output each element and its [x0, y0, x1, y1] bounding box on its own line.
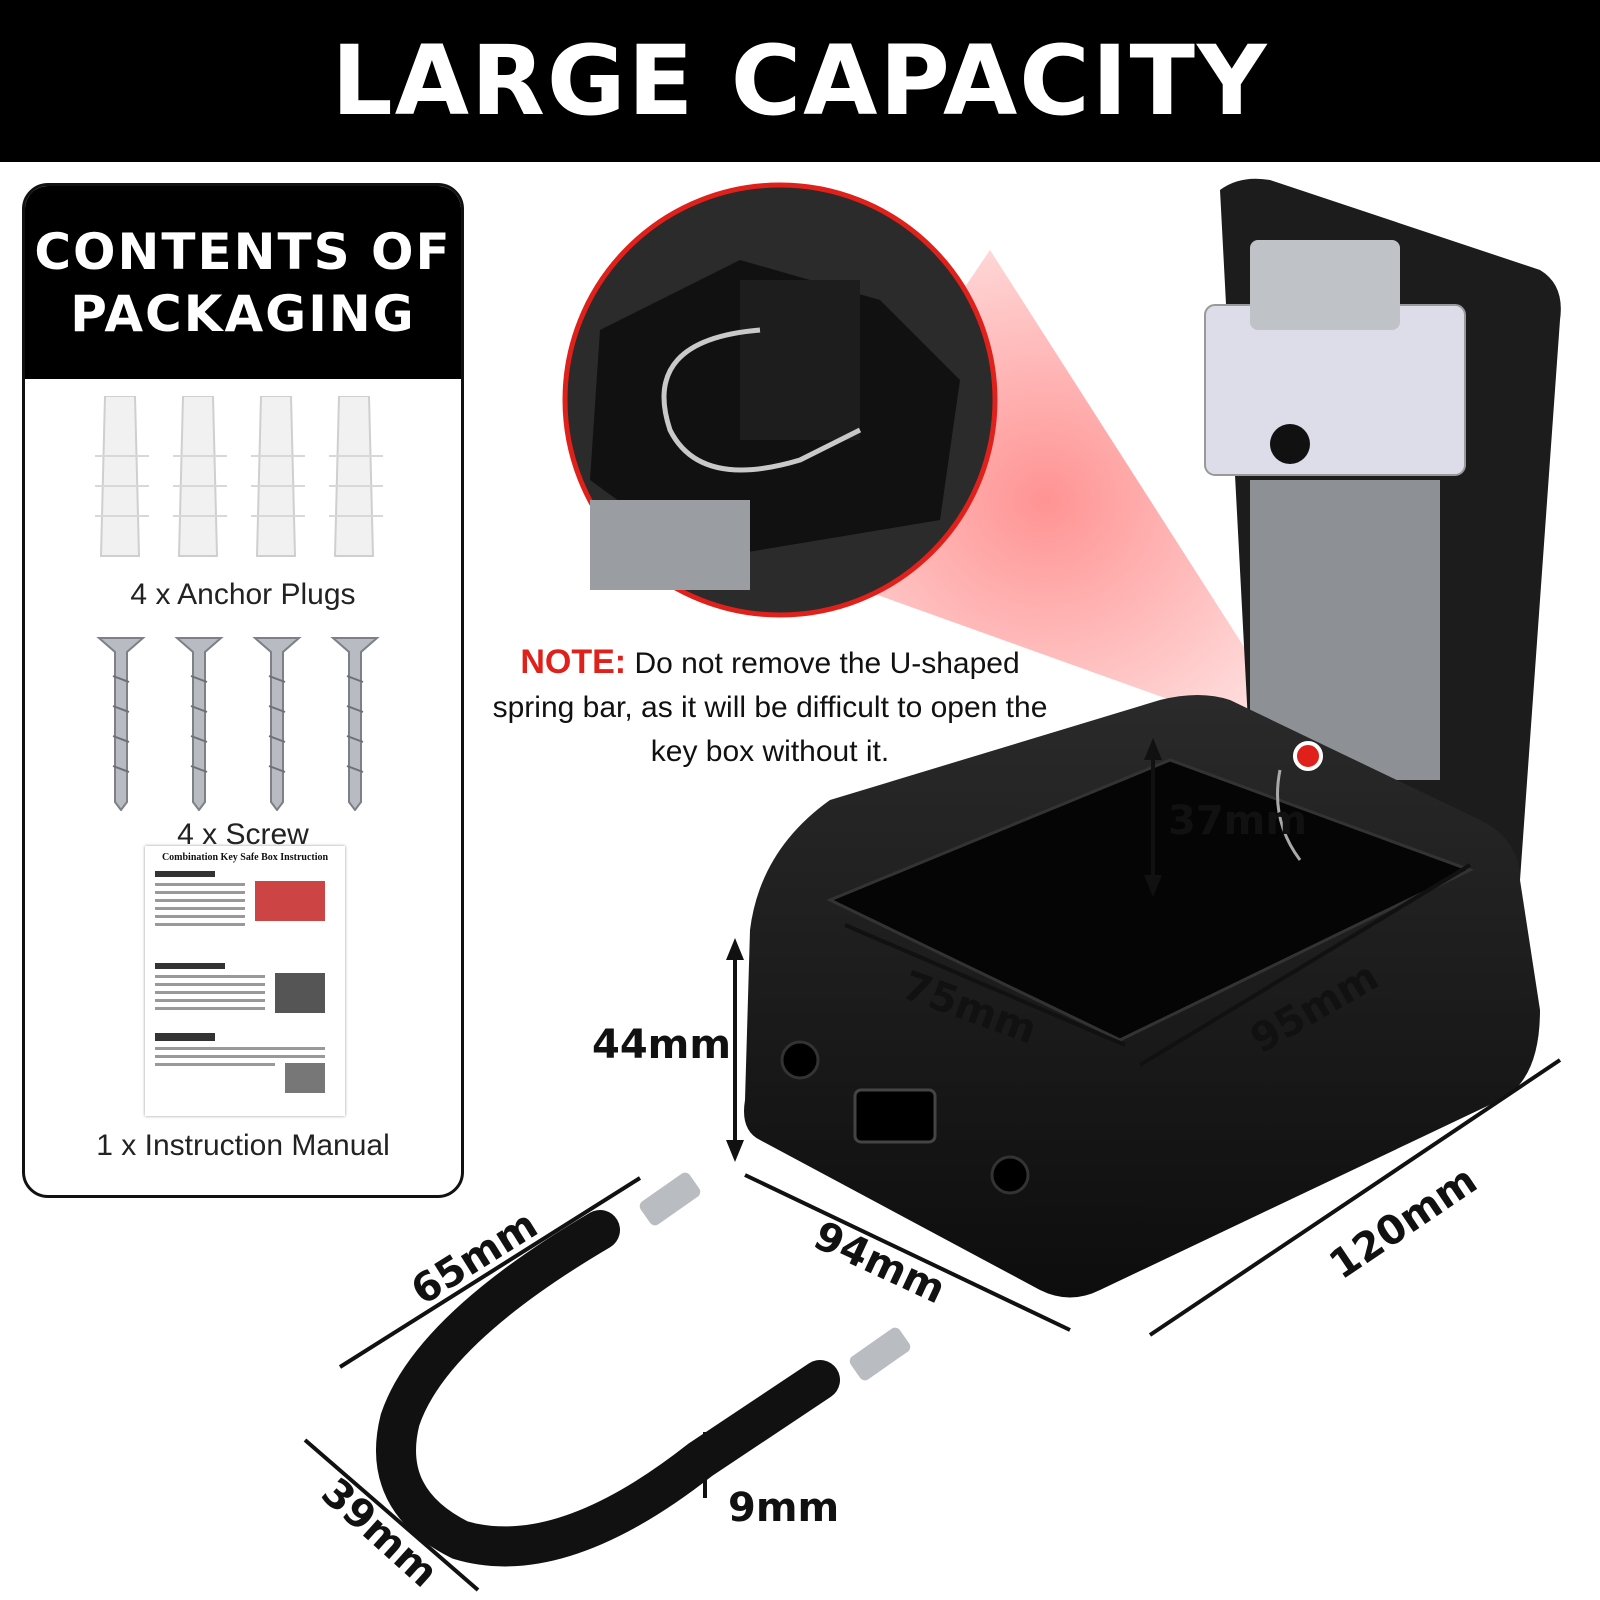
item-anchor-plugs: 4 x Anchor Plugs: [130, 578, 356, 611]
screws-image: [96, 637, 380, 811]
note-label: NOTE:: [520, 643, 627, 681]
dim-shackle-thickness: 9mm: [728, 1485, 840, 1531]
contents-heading-line2: PACKAGING: [70, 284, 416, 343]
item-screw: 4 x Screw: [177, 818, 309, 851]
note-text: NOTE: Do not remove the U-shaped spring …: [480, 640, 1060, 774]
banner-title: LARGE CAPACITY: [0, 0, 1600, 162]
contents-heading-line1: CONTENTS OF: [34, 222, 452, 281]
item-instruction-manual: 1 x Instruction Manual: [96, 1129, 390, 1162]
note-body: Do not remove the U-shaped spring bar, a…: [492, 647, 1048, 768]
instruction-manual-image: Combination Key Safe Box Instruction: [145, 846, 345, 1116]
anchor-plugs-image: [95, 396, 383, 557]
manual-title: Combination Key Safe Box Instruction: [161, 852, 329, 863]
dim-inner-depth: 37mm: [1168, 798, 1308, 844]
contents-panel: CONTENTS OF PACKAGING 4 x Anchor Plugs: [22, 183, 464, 1198]
dim-height: 44mm: [592, 1022, 732, 1068]
contents-heading: CONTENTS OF PACKAGING: [25, 186, 461, 379]
manual-text-lines-icon: [155, 871, 325, 1093]
